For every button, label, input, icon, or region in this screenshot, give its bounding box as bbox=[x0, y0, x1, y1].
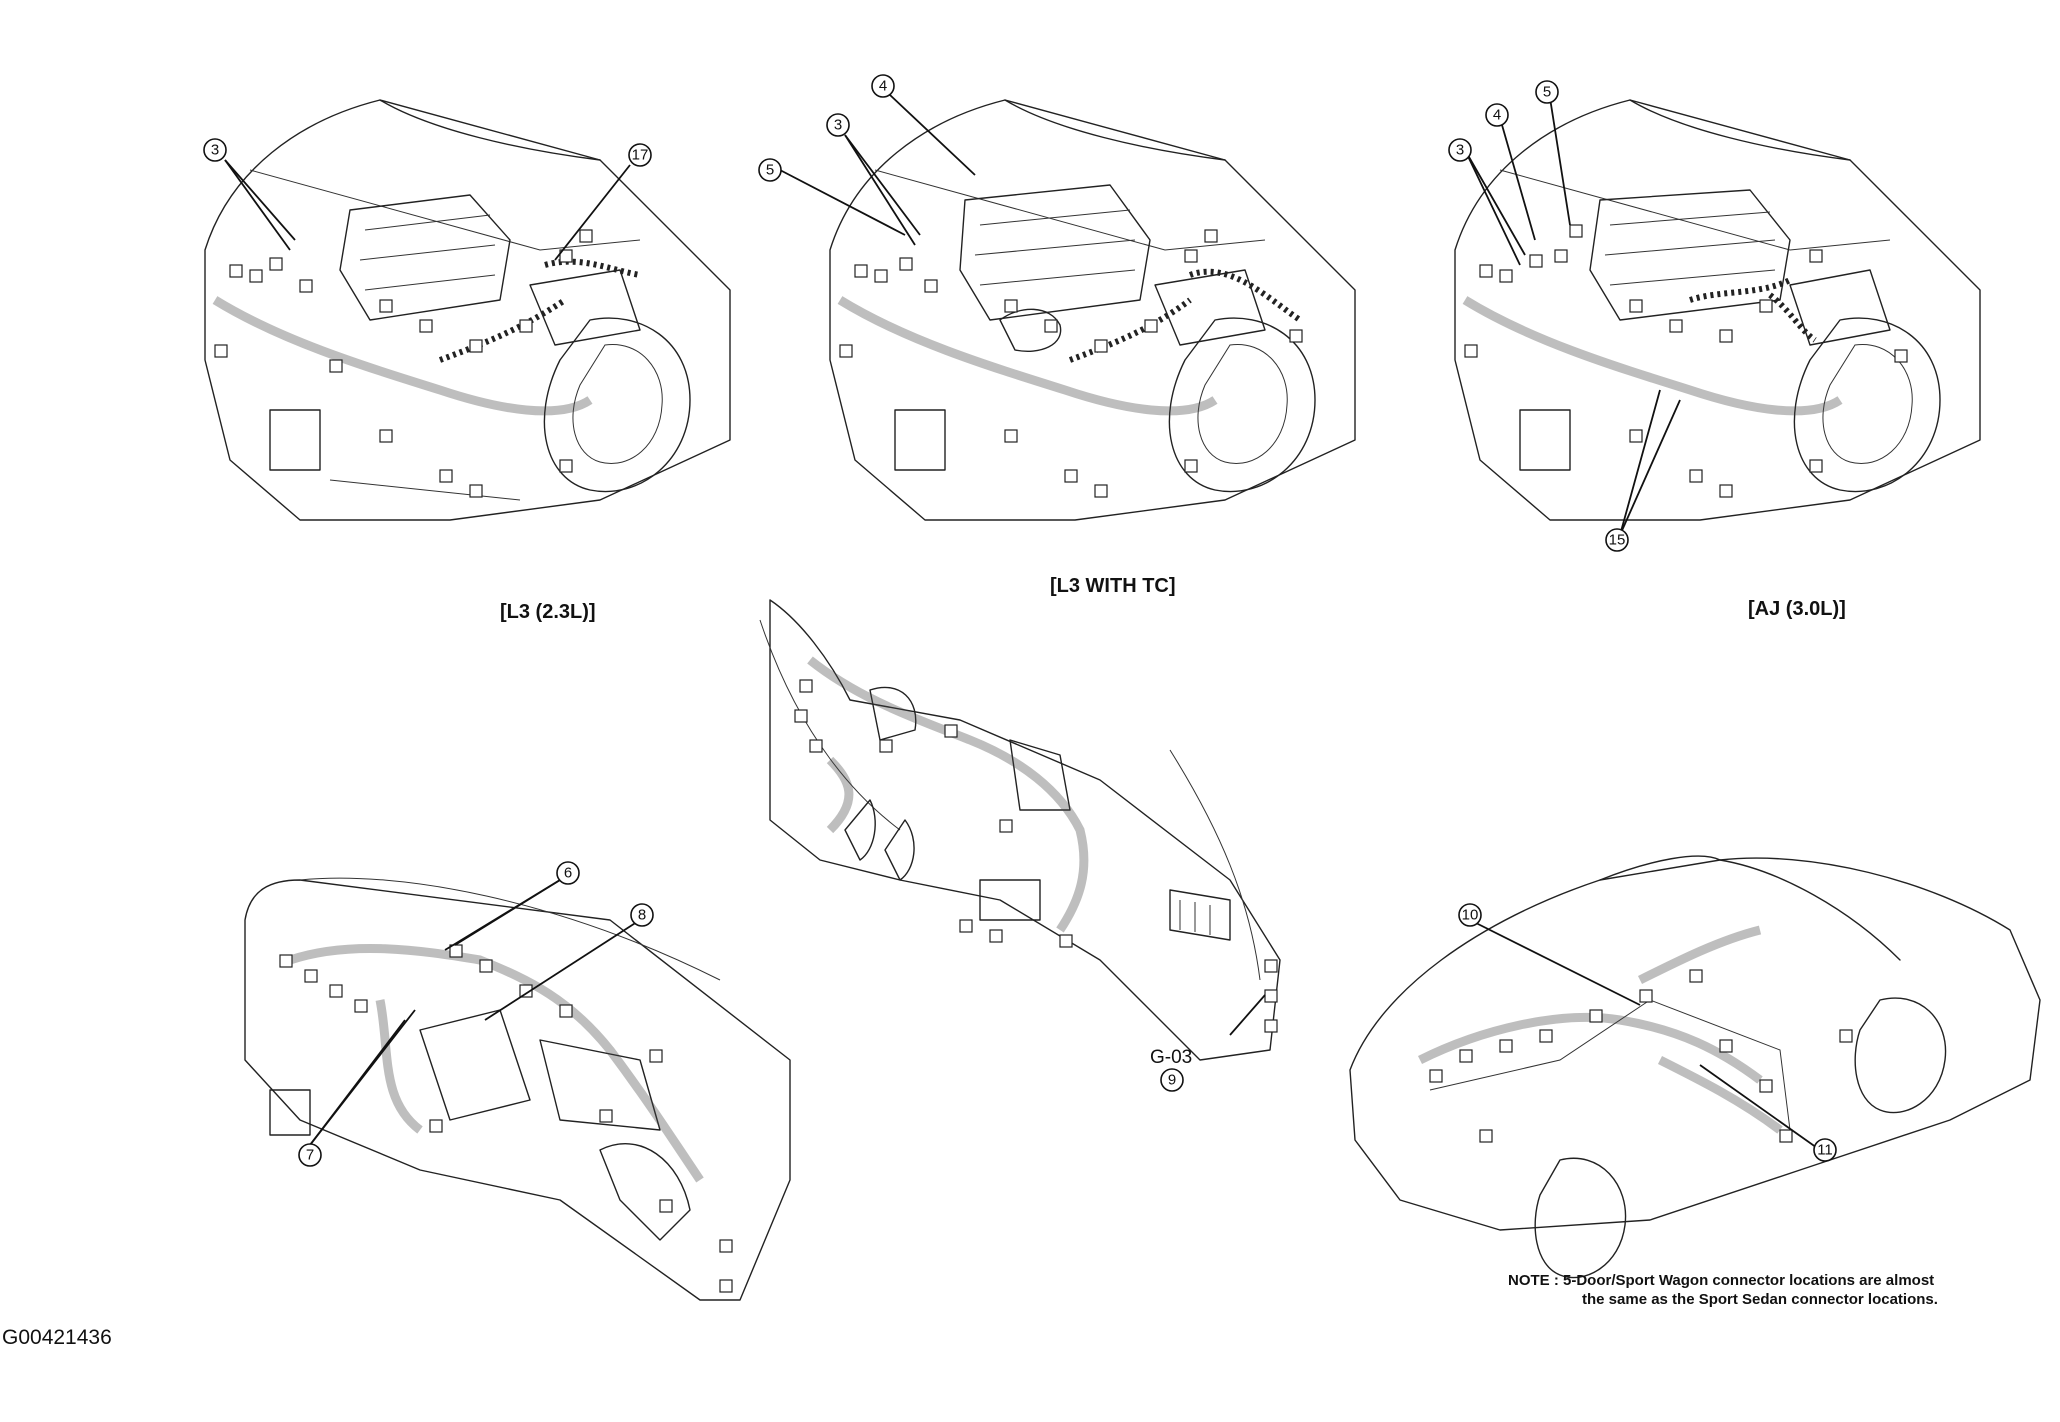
callout-3-aj-label: 3 bbox=[1456, 142, 1464, 159]
callout-5-aj-label: 5 bbox=[1543, 84, 1551, 101]
instrument-panel-center bbox=[759, 599, 1281, 1061]
callout-10-label: 10 bbox=[1462, 907, 1479, 924]
ground-point-label: G-03 bbox=[1150, 1047, 1192, 1068]
callout-10: 10 bbox=[1458, 903, 1482, 927]
callout-8-label: 8 bbox=[638, 907, 646, 924]
callout-9-label: 9 bbox=[1168, 1072, 1176, 1089]
title-aj: [AJ (3.0L)] bbox=[1748, 598, 1846, 620]
engine-bay-l3 bbox=[204, 99, 731, 521]
callout-5-aj: 5 bbox=[1535, 80, 1559, 104]
note-line-2: the same as the Sport Sedan connector lo… bbox=[1582, 1291, 1938, 1308]
callout-3-aj: 3 bbox=[1448, 138, 1472, 162]
callout-3-l3: 3 bbox=[203, 138, 227, 162]
callout-4-aj: 4 bbox=[1485, 103, 1509, 127]
callout-5-tc-label: 5 bbox=[766, 162, 774, 179]
callout-15-label: 15 bbox=[1609, 532, 1626, 549]
callout-4-aj-label: 4 bbox=[1493, 107, 1501, 124]
callout-11-label: 11 bbox=[1817, 1142, 1833, 1159]
callout-3-tc-label: 3 bbox=[834, 117, 842, 134]
callout-7-label: 7 bbox=[306, 1147, 314, 1164]
callout-3-l3-label: 3 bbox=[211, 142, 219, 159]
callout-4-tc: 4 bbox=[871, 74, 895, 98]
callout-15: 15 bbox=[1605, 528, 1629, 552]
callout-8: 8 bbox=[630, 903, 654, 927]
sedan-body bbox=[1349, 855, 2041, 1279]
callout-9: 9 bbox=[1160, 1068, 1184, 1092]
engine-bay-aj bbox=[1454, 99, 1981, 521]
callout-7: 7 bbox=[298, 1143, 322, 1167]
callout-6-label: 6 bbox=[564, 865, 572, 882]
callout-3-tc: 3 bbox=[826, 113, 850, 137]
callout-11: 11 bbox=[1813, 1138, 1837, 1162]
engine-bay-l3-tc bbox=[829, 99, 1356, 521]
note-line-1: NOTE : 5-Door/Sport Wagon connector loca… bbox=[1508, 1272, 1934, 1289]
figure-id: G00421436 bbox=[2, 1326, 112, 1349]
callout-5-tc: 5 bbox=[758, 158, 782, 182]
title-l3-tc: [L3 WITH TC] bbox=[1050, 575, 1176, 597]
callout-17-label: 17 bbox=[632, 147, 649, 164]
title-l3: [L3 (2.3L)] bbox=[500, 601, 596, 623]
callout-6: 6 bbox=[556, 861, 580, 885]
callout-4-tc-label: 4 bbox=[879, 78, 887, 95]
leader-lines bbox=[224, 94, 1821, 1151]
instrument-panel-left bbox=[244, 877, 791, 1301]
callout-17: 17 bbox=[628, 143, 652, 167]
